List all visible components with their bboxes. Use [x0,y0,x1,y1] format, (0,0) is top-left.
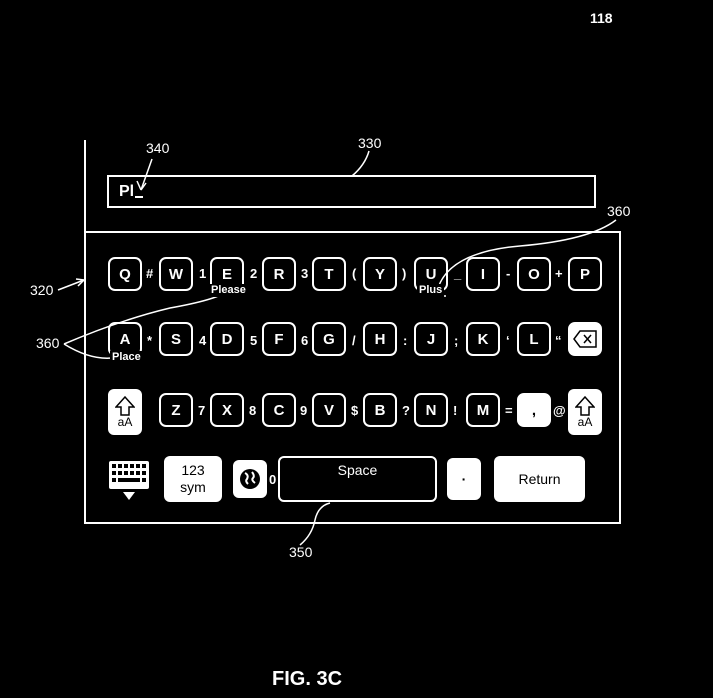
sep-dash: - [506,266,511,281]
key-q[interactable]: Q [108,257,142,291]
sep-2: 2 [250,266,258,281]
sep-7: 7 [198,403,206,418]
key-j[interactable]: J [414,322,448,356]
sep-exclaim: ! [453,403,458,418]
shift-key-right[interactable]: aA [568,389,602,435]
sep-equals: = [505,403,513,418]
sep-1: 1 [199,266,207,281]
symbols-key-top: 123 [181,462,205,478]
key-g[interactable]: G [312,322,346,356]
key-w[interactable]: W [159,257,193,291]
sep-4: 4 [199,333,207,348]
sep-zero: 0 [269,472,277,487]
key-d[interactable]: D [210,322,244,356]
sep-colon: : [403,333,408,348]
ref-350: 350 [289,544,313,560]
shift-icon [575,396,595,416]
shift-label-right: aA [577,415,593,429]
sep-5: 5 [250,333,258,348]
key-r[interactable]: R [262,257,296,291]
suggestion-please[interactable]: Please [209,284,248,297]
sep-3: 3 [301,266,309,281]
keyboard-hide-key[interactable] [108,460,150,502]
globe-icon [240,469,260,489]
key-l[interactable]: L [517,322,551,356]
shift-key-left[interactable]: aA [108,389,142,435]
ref-360-left: 360 [36,335,60,351]
sep-plus: + [555,266,563,281]
sep-rparen: ) [402,266,407,281]
key-i[interactable]: I [466,257,500,291]
key-n[interactable]: N [414,393,448,427]
sep-slash: / [352,333,356,348]
sep-lparen: ( [352,266,357,281]
shift-label-left: aA [117,415,133,429]
sep-8: 8 [249,403,257,418]
virtual-keyboard [84,231,621,524]
key-m[interactable]: M [466,393,500,427]
sep-9: 9 [300,403,308,418]
globe-key[interactable] [233,460,267,498]
sep-question: ? [402,403,410,418]
key-h[interactable]: H [363,322,397,356]
sep-semicolon: ; [454,333,459,348]
text-input-field[interactable]: Pl [107,175,596,208]
device-frame-edge [84,140,86,232]
sep-underscore: _ [454,266,462,281]
key-k[interactable]: K [466,322,500,356]
backspace-key[interactable] [568,322,602,356]
sep-dquote: “ [555,333,562,348]
symbols-key-bottom: sym [180,479,206,495]
text-cursor [135,196,144,198]
key-o[interactable]: O [517,257,551,291]
ref-360-top: 360 [607,203,631,219]
sep-hash: # [146,266,154,281]
ref-320: 320 [30,282,54,298]
key-b[interactable]: B [363,393,397,427]
keyboard-hide-icon [109,461,149,500]
return-key[interactable]: Return [494,456,585,502]
key-z[interactable]: Z [159,393,193,427]
key-t[interactable]: T [312,257,346,291]
ref-340: 340 [146,140,170,156]
sep-quote: ‘ [506,333,510,348]
key-f[interactable]: F [262,322,296,356]
backspace-icon [573,330,597,348]
suggestion-plus[interactable]: Plus [417,284,445,297]
key-v[interactable]: V [312,393,346,427]
figure-label: FIG. 3C [272,668,343,690]
space-key[interactable]: Space [278,456,437,502]
key-s[interactable]: S [159,322,193,356]
sep-dollar: $ [351,403,359,418]
sep-6: 6 [301,333,309,348]
sheet-number: 118 [590,10,613,26]
dot-key[interactable]: · [447,458,481,500]
ref-330: 330 [358,135,382,151]
key-p[interactable]: P [568,257,602,291]
sep-at: @ [553,403,566,418]
key-c[interactable]: C [262,393,296,427]
suggestion-place[interactable]: Place [110,351,143,364]
sep-asterisk: * [147,333,153,348]
shift-icon [115,396,135,416]
key-y[interactable]: Y [363,257,397,291]
key-comma[interactable]: , [517,393,551,427]
typed-text: Pl [119,183,144,201]
symbols-key[interactable]: 123 sym [164,456,222,502]
key-x[interactable]: X [210,393,244,427]
